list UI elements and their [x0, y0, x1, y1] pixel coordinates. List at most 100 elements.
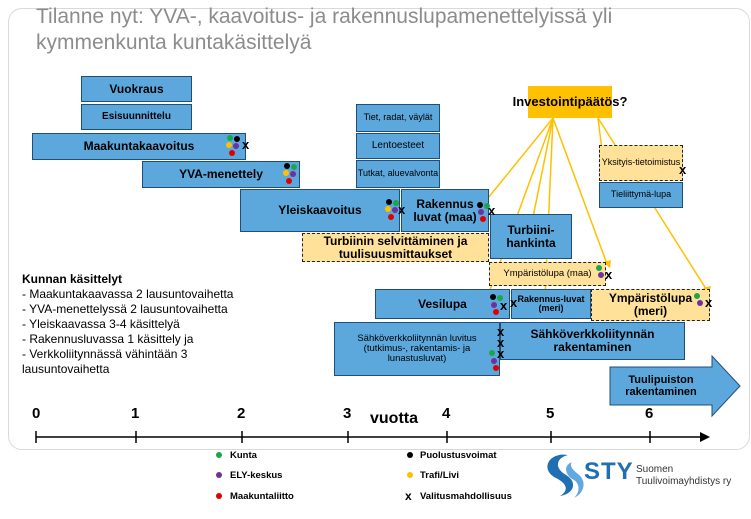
valitus-mark: x	[705, 295, 713, 310]
box-ymparisto-meri: Ympäristölupa (meri)	[591, 289, 710, 321]
valitus-mark: x	[500, 298, 508, 313]
ely-dot	[233, 143, 239, 149]
notes-item: - Verkkoliitynnässä vähintään 3	[22, 347, 188, 361]
axis-tick-label: 0	[32, 405, 41, 422]
legend-kunta: Kunta	[230, 450, 257, 461]
box-tiet: Tiet, radat, väylät	[356, 104, 440, 132]
puolustus-dot	[477, 202, 483, 208]
axis-tick-label: 3	[343, 405, 352, 422]
box-turbiinihankinta: Turbiini-hankinta	[490, 214, 572, 259]
slide-title: Tilanne nyt: YVA-, kaavoitus- ja rakennu…	[36, 5, 613, 54]
trafi-dot	[226, 142, 232, 148]
valitus-mark: x	[497, 346, 505, 361]
kunta-dot	[596, 265, 602, 271]
ely-dot	[392, 207, 398, 213]
kunta-dot	[694, 293, 700, 299]
trafi-dot	[385, 206, 391, 212]
box-selvittaminen: Turbiinin selvittäminen ja tuulisuusmitt…	[302, 233, 489, 262]
maakunta-dot	[480, 216, 486, 222]
logo-abbr: STY	[584, 458, 634, 485]
box-maakuntakaavoitus: Maakuntakaavoitus	[32, 133, 246, 160]
legend-valitus-symbol: x	[405, 489, 412, 503]
box-rakennusluvat: Rakennus luvat (maa)	[401, 189, 489, 232]
maakunta-dot	[493, 309, 499, 315]
valitus-mark: x	[398, 202, 406, 217]
logo-line1: Suomen	[636, 464, 674, 475]
axis-tick-label: 4	[442, 405, 451, 422]
box-vesilupa: Vesilupa	[375, 289, 510, 319]
valitus-mark: x	[510, 295, 518, 310]
notes-item: - Yleiskaavassa 3-4 käsittelyä	[22, 317, 180, 331]
axis-tick-label: 2	[237, 405, 246, 422]
puolustus-dot	[234, 136, 240, 142]
legend-maakunta: Maakuntaliitto	[230, 491, 294, 502]
connector-ymparisto-maa	[552, 117, 608, 265]
box-sahko-luvitus: Sähköverkkoliitynnän luvitus (tutkimus-,…	[334, 322, 500, 376]
maakunta-dot	[286, 178, 292, 184]
axis-label: vuotta	[370, 410, 418, 427]
legend-kunta-dot	[216, 452, 222, 458]
box-yva: YVA-menettely	[142, 161, 300, 188]
connector-rakennusluvat	[487, 117, 554, 199]
legend-ely-dot	[216, 472, 222, 478]
kunta-dot	[393, 200, 399, 206]
notes-item: - YVA-menettelyssä 2 lausuntovaihetta	[22, 302, 228, 316]
logo-line2: Tuulivoimayhdistys ry	[636, 476, 732, 487]
notes-item: - Rakennusluvassa 1 käsittely ja	[22, 332, 194, 346]
connector-yksityis	[597, 117, 603, 151]
kunta-dot	[484, 203, 490, 209]
slide-frame	[8, 8, 750, 450]
trafi-dot	[283, 170, 289, 176]
kunta-dot	[497, 295, 503, 301]
puolustus-dot	[386, 199, 392, 205]
box-tutkat: Tutkat, aluevalvonta	[356, 160, 440, 188]
box-investointi: Investointipäätös?	[513, 86, 627, 118]
kunta-dot	[227, 135, 233, 141]
puolustus-dot	[284, 163, 290, 169]
axis-tick-label: 6	[645, 405, 654, 422]
legend-trafi: Trafi/Livi	[420, 470, 460, 481]
connector-turbiini	[529, 117, 554, 233]
legend-ely: ELY-keskus	[230, 470, 283, 481]
box-tielupa: Tieliittymä-lupa	[599, 182, 683, 208]
valitus-mark: x	[679, 162, 687, 177]
box-yksityis: Yksityis-tietoimistus	[599, 145, 683, 181]
valitus-mark: x	[488, 203, 496, 218]
box-esisuunnittelu: Esisuunnittelu	[81, 104, 192, 130]
box-yleiskaavoitus: Yleiskaavoitus	[240, 189, 400, 232]
box-ymparisto-maa: Ympäristölupa (maa)	[489, 262, 606, 286]
valitus-mark: x	[497, 335, 505, 350]
kunta-dot	[489, 350, 495, 356]
box-lentoesteet: Lentoesteet	[356, 133, 440, 159]
notes-item: - Maakuntakaavassa 2 lausuntovaihetta	[22, 287, 234, 301]
maakunta-dot	[229, 150, 235, 156]
valitus-mark: x	[242, 137, 250, 152]
valitus-mark: x	[605, 267, 613, 282]
legend-puolustus-dot	[407, 452, 413, 458]
legend-valitus: Valitusmahdollisuus	[420, 491, 512, 502]
ely-dot	[290, 171, 296, 177]
ely-dot	[491, 358, 497, 364]
municipal-notes: Kunnan käsittelyt - Maakuntakaavassa 2 l…	[22, 272, 322, 377]
legend-trafi-dot	[407, 472, 413, 478]
maakunta-dot	[388, 214, 394, 220]
ely-dot	[697, 300, 703, 306]
valitus-mark: x	[497, 324, 505, 339]
ely-dot	[491, 302, 497, 308]
notes-item: lausuntovaihetta	[22, 362, 110, 376]
puolustus-dot	[490, 294, 496, 300]
box-vuokraus: Vuokraus	[81, 76, 192, 102]
box-rakennus-meri: Rakennus-luvat (meri)	[511, 289, 591, 319]
axis-tick-label: 1	[131, 405, 140, 422]
box-tuulipuisto: Tuulipuiston rakentaminen	[625, 373, 697, 398]
box-sahko-rakentaminen: Sähköverkkoliitynnän rakentaminen	[500, 322, 685, 360]
ely-dot	[598, 272, 604, 278]
legend-puolustus: Puolustusvoimat	[420, 450, 497, 461]
ely-dot	[478, 209, 484, 215]
axis-tick-label: 5	[546, 405, 555, 422]
legend-maakunta-dot	[216, 493, 222, 499]
kunta-dot	[291, 164, 297, 170]
